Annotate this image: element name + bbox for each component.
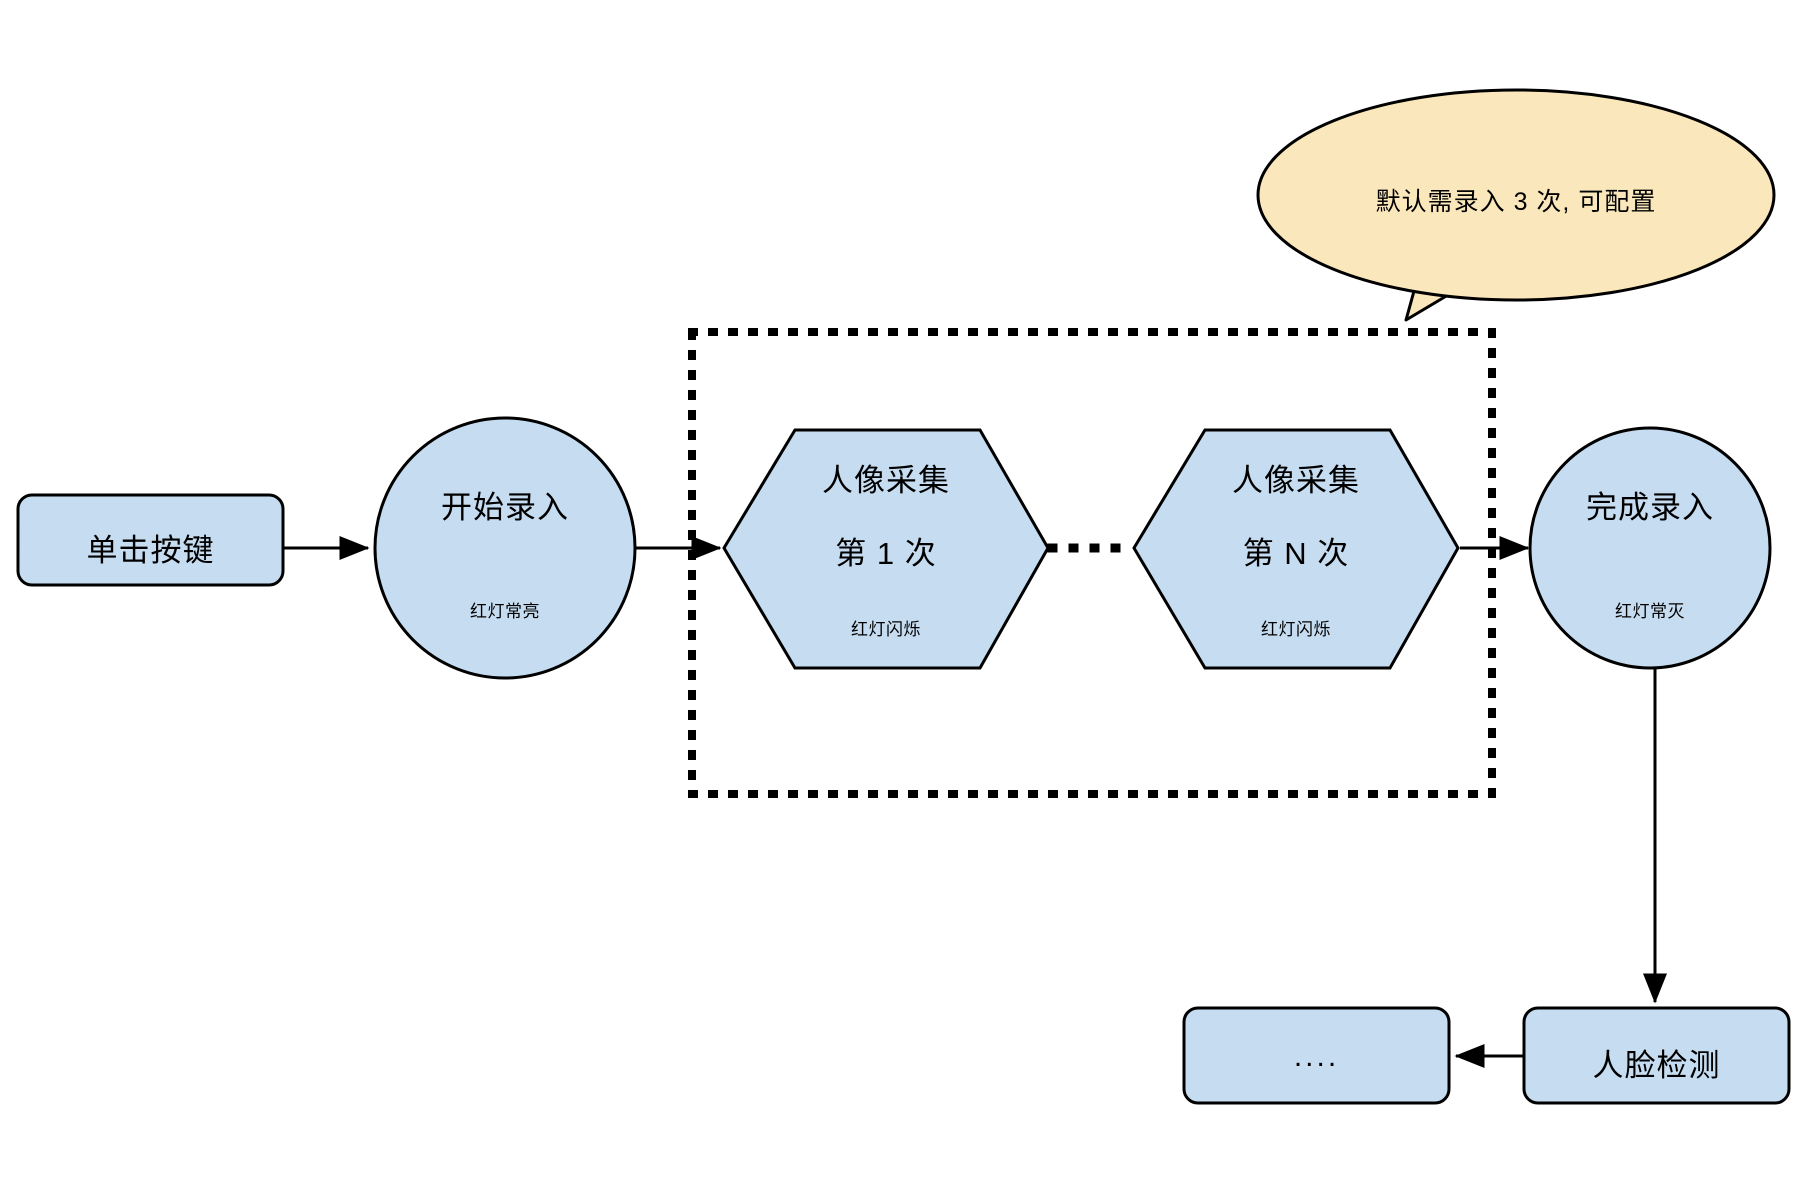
node-face-detect-shape[interactable]	[1522, 1006, 1791, 1105]
node-finish-enroll-shape[interactable]	[1528, 426, 1772, 670]
node-capture-first-shape[interactable]	[722, 428, 1050, 670]
node-more-steps-shape[interactable]	[1182, 1006, 1451, 1105]
node-capture-nth-shape[interactable]	[1132, 428, 1460, 670]
loop-group-border	[688, 328, 1496, 798]
node-click-key-shape[interactable]	[16, 493, 285, 587]
callout-bubble	[1256, 88, 1776, 302]
node-start-enroll-shape[interactable]	[373, 416, 637, 680]
